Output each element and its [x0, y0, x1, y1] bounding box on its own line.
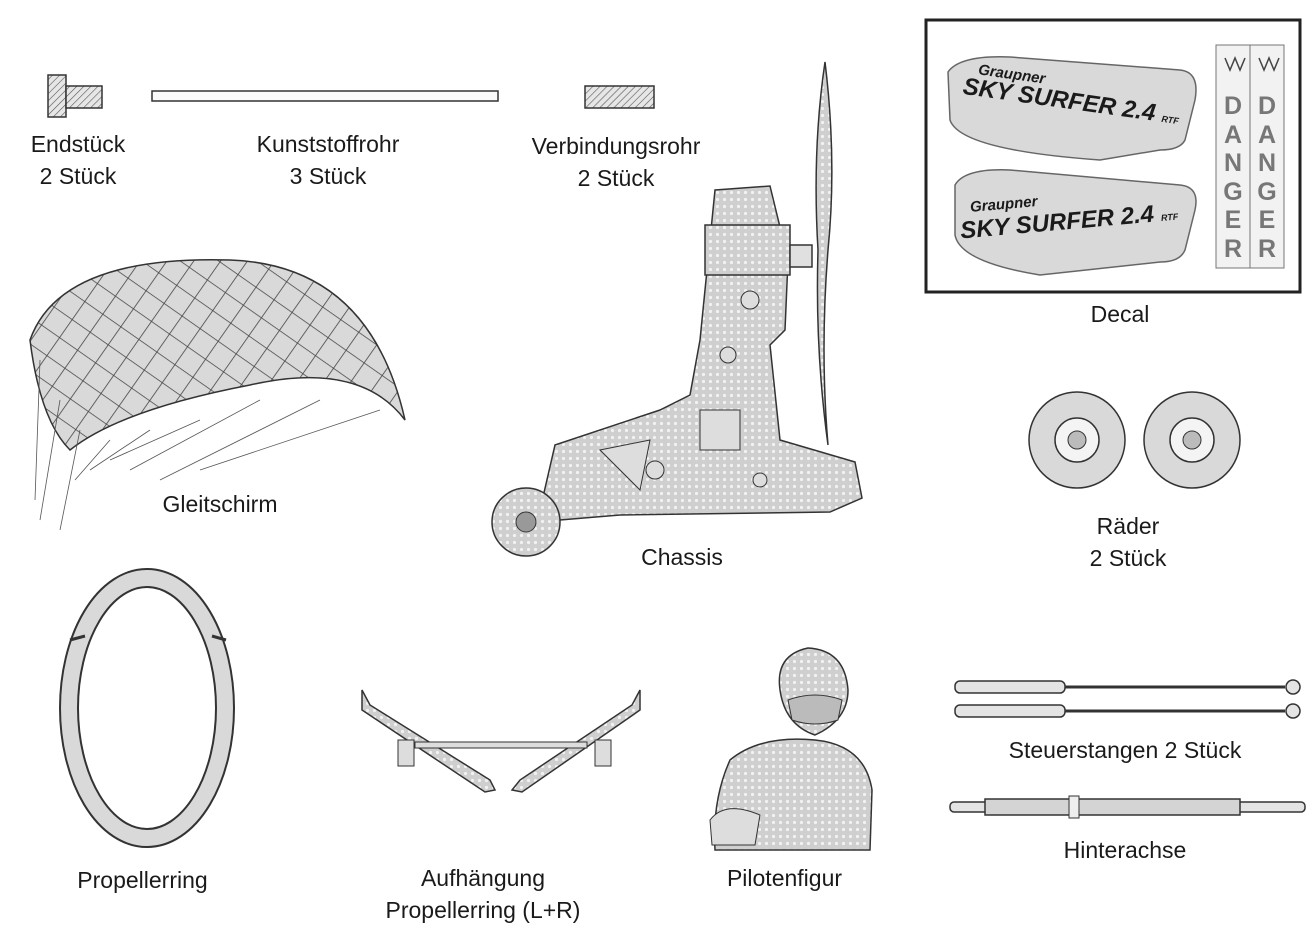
steuerstangen-drawing — [954, 679, 1301, 719]
decal-label: Decal — [1090, 301, 1150, 327]
decal-sheet — [924, 18, 1302, 294]
hinterachse-drawing — [949, 795, 1306, 819]
gleitschirm-label: Gleitschirm — [162, 491, 278, 517]
hinterachse-label: Hinterachse — [1063, 837, 1187, 863]
gleitschirm-drawing — [29, 258, 406, 531]
pilotenfigur-drawing — [709, 647, 873, 851]
propellerring-drawing — [59, 568, 235, 848]
aufhaengung-drawing — [361, 689, 641, 793]
pilotenfigur-label: Pilotenfigur — [726, 865, 843, 891]
chassis-label: Chassis — [641, 544, 723, 570]
verbindungsrohr-drawing — [584, 85, 655, 109]
raeder-drawing — [1028, 391, 1241, 489]
kunststoffrohr-drawing — [151, 90, 499, 102]
chassis-drawing — [491, 61, 863, 557]
endstueck-drawing — [47, 74, 103, 118]
propellerring-label: Propellerring — [77, 867, 208, 893]
steuerstangen-label: Steuerstangen 2 Stück — [1008, 737, 1242, 763]
